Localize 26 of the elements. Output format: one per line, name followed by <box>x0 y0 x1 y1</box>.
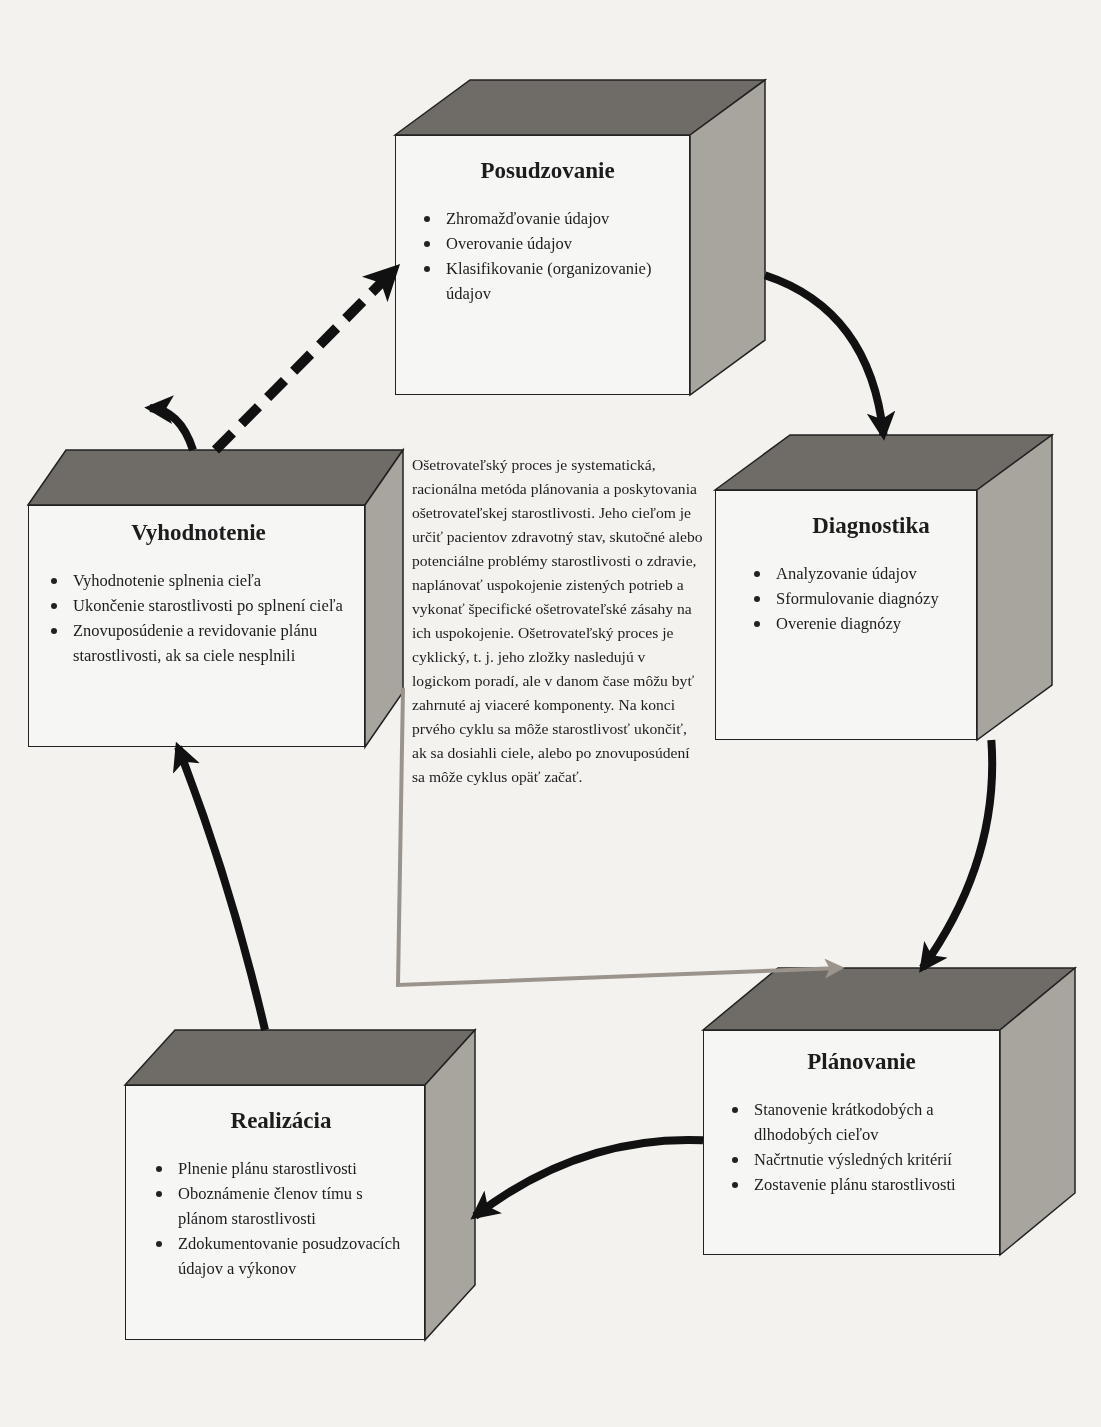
description-paragraph: Ošetrovateľský proces je systematická, racionálna metóda plánovania a poskytovania ošetrovateľskej starostlivosti. Jeho cieľom je určiť pacientov zdravotný stav, skutočné alebo potenciálne problémy starostlivosti o zdravie, naplánovať uspokojenie zistených potrieb a vykonať špecifické ošetrovateľské zásahy na ich uspokojenie. Ošetrovateľský proces je cyklický, t. j. jeho zložky nasledujú v logickom poradí, ale v danom čase môžu byť zahrnuté aj viaceré komponenty. Na konci prvého cyklu sa môže starostlivosť ukončiť, ak sa dosiahli ciele, alebo po znovuposúdení sa môže cyklus opäť začať. <box>412 455 704 787</box>
arrow <box>470 1135 704 1220</box>
bullet-item: Vyhodnotenie splnenia cieľa <box>73 570 263 592</box>
stage-heading: Plánovanie <box>806 1049 917 1075</box>
bullet-item: Plnenie plánu starostlivosti <box>178 1158 358 1180</box>
bullet-item: Načrtnutie výsledných kritérií <box>754 1149 953 1171</box>
bullet-item: Zhromažďovanie údajov <box>446 208 611 230</box>
bullet-item: Sformulovanie diagnózy <box>776 588 940 610</box>
bullet-item: Analyzovanie údajov <box>776 563 918 585</box>
stage-heading: Posudzovanie <box>479 158 616 184</box>
bullet-item: Oboznámenie členov tímu s plánom starostlivosti <box>178 1183 364 1230</box>
bullet-item: Ukončenie starostlivosti po splnení cieľa <box>73 595 344 617</box>
bullet-item: Zostavenie plánu starostlivosti <box>754 1174 957 1196</box>
stage-heading: Realizácia <box>229 1108 333 1134</box>
bullet-item: Klasifikovanie (organizovanie) údajov <box>446 258 653 305</box>
bullet-item: Znovuposúdenie a revidovanie plánu starostlivosti, ak sa ciele nesplnili <box>73 620 319 667</box>
arrow <box>144 396 197 452</box>
arrow <box>211 263 401 454</box>
bullet-item: Overenie diagnózy <box>776 613 903 635</box>
stage-heading: Vyhodnotenie <box>130 520 267 546</box>
arrow <box>919 739 997 973</box>
bullet-item: Overovanie údajov <box>446 233 573 255</box>
stage-heading: Diagnostika <box>811 513 931 539</box>
bullet-item: Zdokumentovanie posudzovacích údajov a výkonov <box>178 1233 402 1280</box>
bullet-item: Stanovenie krátkodobých a dlhodobých cieľov <box>754 1099 935 1146</box>
arrow <box>395 687 845 988</box>
